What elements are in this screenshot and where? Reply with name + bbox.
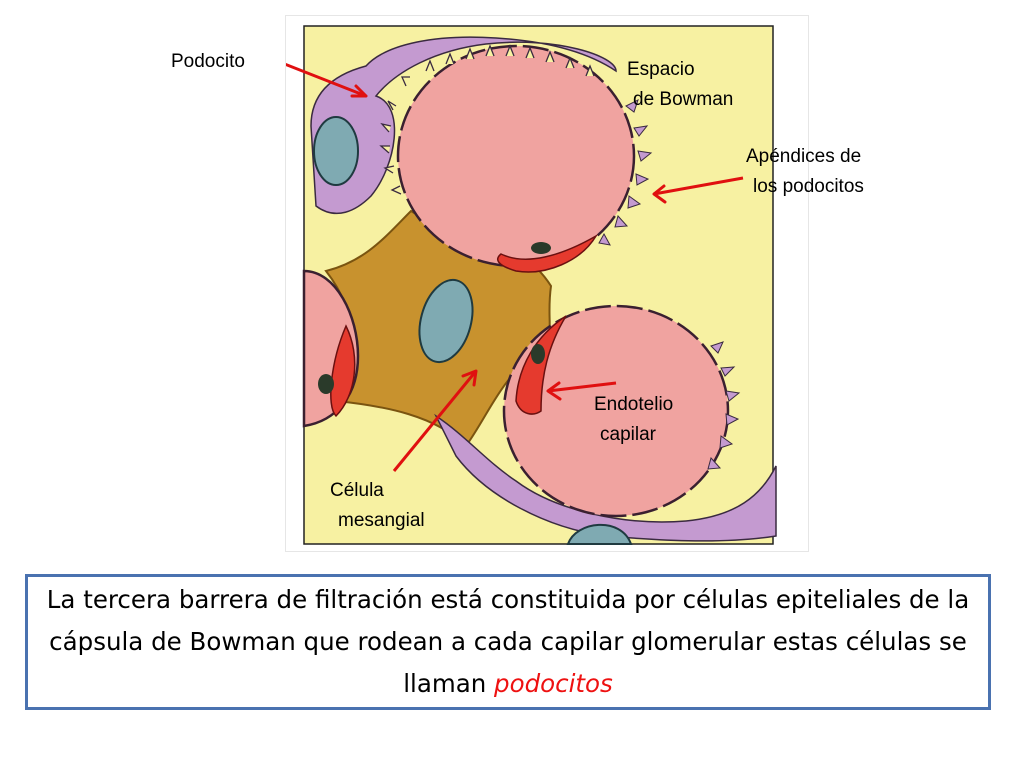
label-espacio-bowman: Espacio de Bowman <box>627 55 733 115</box>
label-arrows <box>286 62 744 472</box>
label-apendices: Apéndices de los podocitos <box>746 142 864 202</box>
label-espacio-line1: Espacio <box>627 59 695 80</box>
podocyte-body <box>310 36 617 215</box>
label-celula-line1: Célula <box>330 480 384 501</box>
label-apendices-line2: los podocitos <box>753 176 864 197</box>
podocyte-nucleus <box>313 116 359 186</box>
capillary-top <box>396 44 636 268</box>
label-espacio-line2: de Bowman <box>633 89 734 110</box>
label-celula-line2: mesangial <box>338 510 425 531</box>
caption-box: La tercera barrera de filtración está co… <box>25 574 991 710</box>
podocyte-spikes <box>598 99 741 470</box>
caption-emphasis: podocitos <box>494 669 613 698</box>
podocyte-foot-processes <box>379 44 595 195</box>
endothelium-top <box>496 233 599 273</box>
arrow-apendices <box>653 176 744 196</box>
label-endotelio-line2: capilar <box>600 424 656 445</box>
label-podocito-text: Podocito <box>171 51 245 72</box>
arrow-celula <box>392 370 478 472</box>
label-endotelio: Endotelio capilar <box>594 390 673 450</box>
label-endotelio-line1: Endotelio <box>594 394 674 415</box>
caption-body: La tercera barrera de filtración está co… <box>46 585 970 698</box>
podocyte-lower-body <box>434 413 777 542</box>
capillary-right <box>502 304 730 518</box>
caption-text: La tercera barrera de filtración está co… <box>28 579 988 705</box>
label-podocito: Podocito <box>171 47 245 77</box>
endothelium-right <box>515 315 567 415</box>
arrow-endotelio <box>547 381 617 393</box>
mesangial-nucleus <box>418 278 474 364</box>
arrow-podocito <box>286 62 367 98</box>
glomerulus-illustration <box>285 15 809 552</box>
label-celula-mesangial: Célula mesangial <box>330 476 425 536</box>
label-apendices-line1: Apéndices de <box>746 146 862 167</box>
